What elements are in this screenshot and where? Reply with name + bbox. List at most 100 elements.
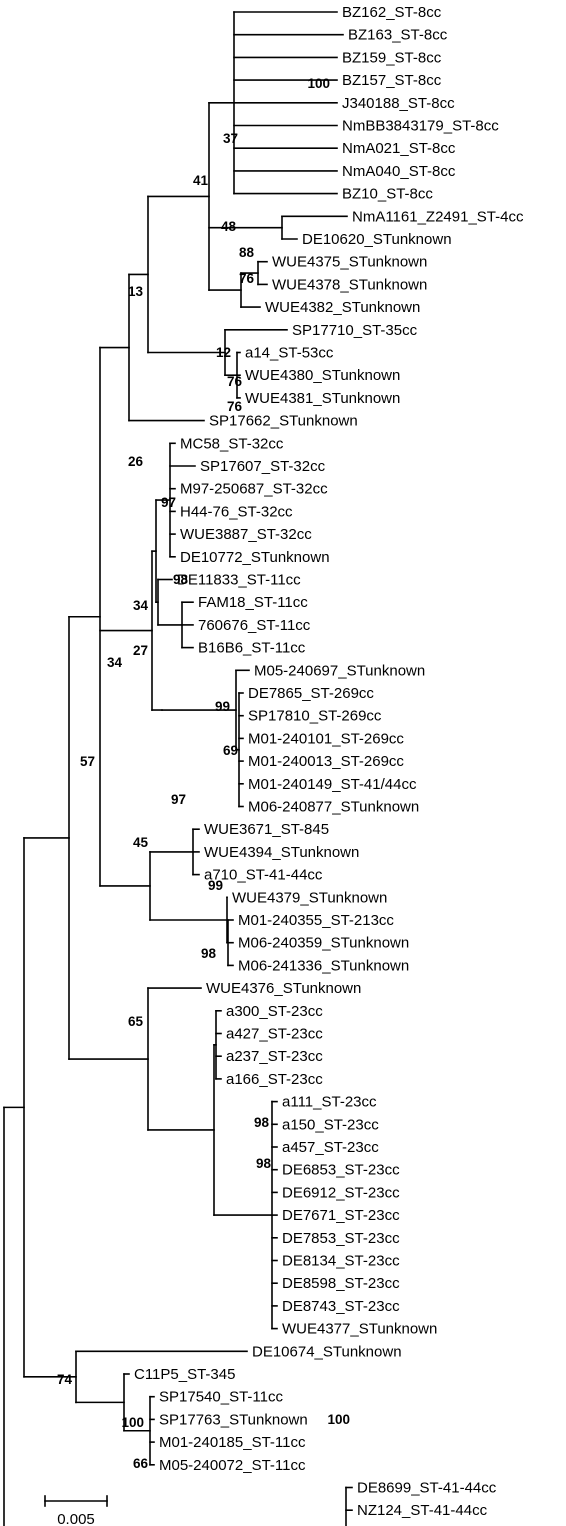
bootstrap-value: 65 xyxy=(128,1014,144,1029)
bootstrap-value: 37 xyxy=(223,131,238,146)
leaf-label: M01-240185_ST-11cc xyxy=(159,1434,306,1451)
leaf-label: 760676_ST-11cc xyxy=(198,617,311,634)
bootstrap-value: 97 xyxy=(171,792,186,807)
scale-bar-label: 0.005 xyxy=(57,1511,95,1526)
leaf-label: WUE4376_STunknown xyxy=(206,980,361,997)
bootstrap-value: 76 xyxy=(227,374,243,389)
leaf-label: WUE4378_STunknown xyxy=(272,276,427,293)
leaf-label: BZ10_ST-8cc xyxy=(342,186,433,203)
bootstrap-value: 34 xyxy=(107,655,123,670)
bootstrap-value: 98 xyxy=(256,1156,272,1171)
leaf-label: WUE4377_STunknown xyxy=(282,1321,437,1338)
bootstrap-value: 34 xyxy=(133,598,149,613)
leaf-label: a14_ST-53cc xyxy=(245,345,334,362)
leaf-label: SP17710_ST-35cc xyxy=(292,322,418,339)
bootstrap-value: 48 xyxy=(221,219,237,234)
leaf-label: SP17763_STunknown xyxy=(159,1411,308,1428)
leaf-label: SP17810_ST-269cc xyxy=(248,708,382,725)
bootstrap-value: 26 xyxy=(128,454,144,469)
leaf-label: DE7865_ST-269cc xyxy=(248,685,374,702)
leaf-label: WUE3941_STunknown xyxy=(357,1525,512,1526)
leaf-label: a457_ST-23cc xyxy=(282,1139,379,1156)
leaf-label: WUE4380_STunknown xyxy=(245,367,400,384)
leaf-label: a300_ST-23cc xyxy=(226,1003,323,1020)
leaf-label: WUE4382_STunknown xyxy=(265,299,420,316)
bootstrap-value: 99 xyxy=(208,878,223,893)
leaf-label: M06-241336_STunknown xyxy=(238,957,409,974)
leaf-label: DE10620_STunknown xyxy=(302,231,452,248)
leaf-label: H44-76_ST-32cc xyxy=(180,503,293,520)
leaf-label: NmA021_ST-8cc xyxy=(342,140,456,157)
bootstrap-value: 45 xyxy=(133,835,149,850)
bootstrap-value: 69 xyxy=(223,743,238,758)
leaf-label: DE7853_ST-23cc xyxy=(282,1230,400,1247)
bootstrap-value: 76 xyxy=(239,271,255,286)
leaf-label: NZ124_ST-41-44cc xyxy=(357,1502,488,1519)
leaf-label: BZ157_ST-8cc xyxy=(342,72,442,89)
bootstrap-value: 100 xyxy=(121,1415,144,1430)
leaf-label: FAM18_ST-11cc xyxy=(198,594,308,611)
leaf-label: M05-240697_STunknown xyxy=(254,662,425,679)
leaf-label: WUE4375_STunknown xyxy=(272,254,427,271)
bootstrap-value: 27 xyxy=(133,643,148,658)
leaf-label: DE8743_ST-23cc xyxy=(282,1298,400,1315)
bootstrap-value: 99 xyxy=(215,699,230,714)
leaf-label: MC58_ST-32cc xyxy=(180,435,284,452)
bootstrap-value: 74 xyxy=(57,1372,73,1387)
leaf-label: DE8134_ST-23cc xyxy=(282,1253,400,1270)
leaf-label: DE7671_ST-23cc xyxy=(282,1207,400,1224)
bootstrap-value: 98 xyxy=(173,572,189,587)
bootstrap-value: 98 xyxy=(201,946,217,961)
scale-bar: 0.005 xyxy=(44,1495,108,1526)
bootstrap-value: 97 xyxy=(161,495,176,510)
leaf-label: B16B6_ST-11cc xyxy=(198,640,306,657)
leaf-label: a427_ST-23cc xyxy=(226,1026,323,1043)
leaf-label: BZ163_ST-8cc xyxy=(348,27,448,44)
bootstrap-value: 98 xyxy=(254,1115,270,1130)
bootstrap-value: 76 xyxy=(227,399,243,414)
leaf-label: M06-240877_STunknown xyxy=(248,799,419,816)
bootstrap-value: 41 xyxy=(193,173,209,188)
leaf-label: DE6853_ST-23cc xyxy=(282,1162,400,1179)
leaf-label: WUE4394_STunknown xyxy=(204,844,359,861)
leaf-label: a710_ST-41-44cc xyxy=(204,867,323,884)
leaf-label: DE10772_STunknown xyxy=(180,549,330,566)
leaf-label: a150_ST-23cc xyxy=(282,1116,379,1133)
bootstrap-value: 57 xyxy=(80,754,95,769)
leaf-label: M01-240355_ST-213cc xyxy=(238,912,394,929)
leaf-label: WUE4381_STunknown xyxy=(245,390,400,407)
leaf-label: WUE3887_ST-32cc xyxy=(180,526,312,543)
leaf-label: BZ162_ST-8cc xyxy=(342,4,442,21)
leaf-label: M06-240359_STunknown xyxy=(238,935,409,952)
leaf-label: DE11833_ST-11cc xyxy=(177,572,301,589)
leaf-label: DE8598_ST-23cc xyxy=(282,1275,400,1292)
leaf-label: M05-240072_ST-11cc xyxy=(159,1457,306,1474)
tree-branches xyxy=(3,11,353,1526)
leaf-label: M97-250687_ST-32cc xyxy=(180,481,328,498)
bootstrap-value: 66 xyxy=(133,1456,149,1471)
leaf-label: a111_ST-23cc xyxy=(282,1094,377,1111)
leaf-label: NmBB3843179_ST-8cc xyxy=(342,118,499,135)
leaf-label: WUE4379_STunknown xyxy=(232,889,387,906)
leaf-label: DE8699_ST-41-44cc xyxy=(357,1480,497,1497)
leaf-label: J340188_ST-8cc xyxy=(342,95,455,112)
leaf-label: C11P5_ST-345 xyxy=(134,1366,235,1383)
bootstrap-value: 100 xyxy=(307,76,330,91)
leaf-label: M01-240013_ST-269cc xyxy=(248,753,404,770)
leaf-label: SP17662_STunknown xyxy=(209,413,358,430)
leaf-label: WUE3671_ST-845 xyxy=(204,821,329,838)
leaf-label: DE10674_STunknown xyxy=(252,1343,402,1360)
leaf-label: SP17607_ST-32cc xyxy=(200,458,326,475)
leaf-label: a166_ST-23cc xyxy=(226,1071,323,1088)
leaf-labels: BZ162_ST-8ccBZ163_ST-8ccBZ159_ST-8ccBZ15… xyxy=(134,4,524,1526)
bootstrap-value: 12 xyxy=(216,345,231,360)
leaf-label: NmA1161_Z2491_ST-4cc xyxy=(352,208,524,225)
leaf-label: a237_ST-23cc xyxy=(226,1048,323,1065)
leaf-label: M01-240149_ST-41/44cc xyxy=(248,776,417,793)
leaf-label: DE6912_ST-23cc xyxy=(282,1184,400,1201)
bootstrap-value: 88 xyxy=(239,245,255,260)
bootstrap-value: 13 xyxy=(128,284,144,299)
leaf-label: M01-240101_ST-269cc xyxy=(248,730,404,747)
